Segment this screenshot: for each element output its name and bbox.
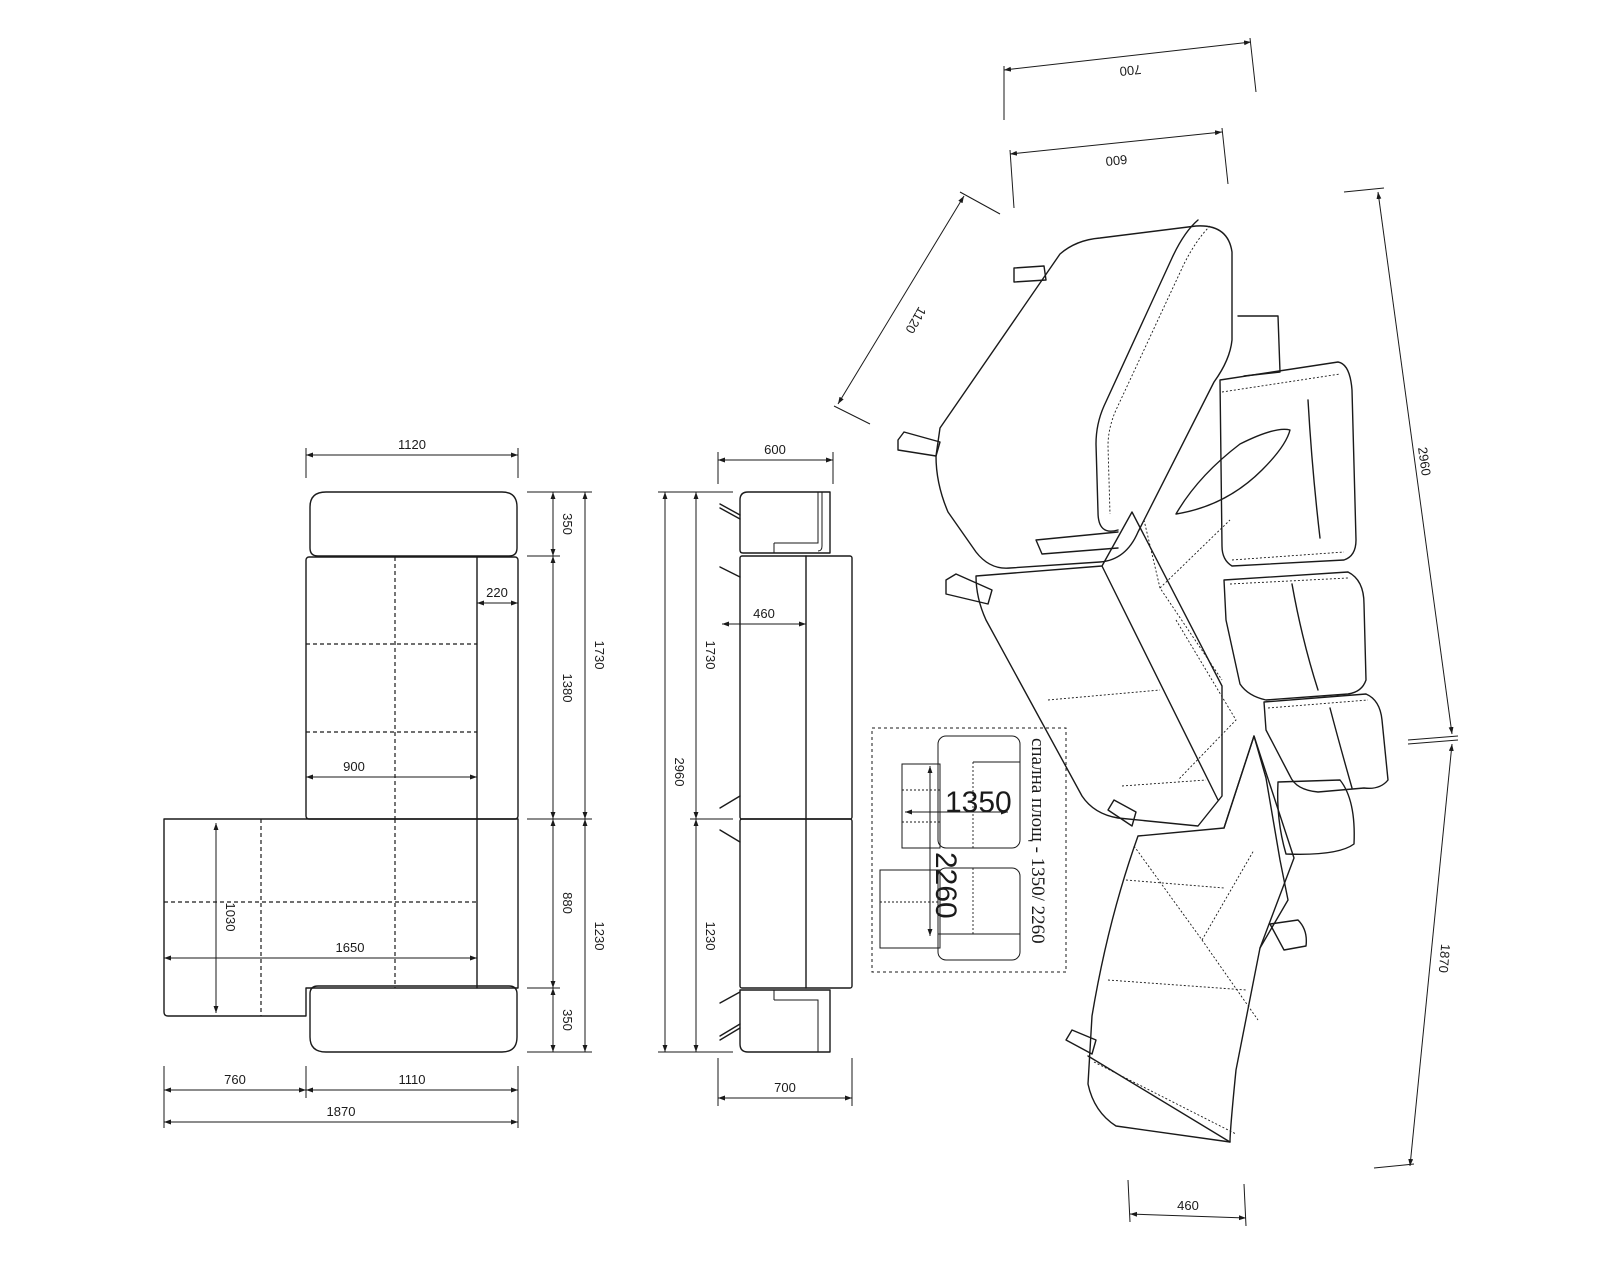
- side-dim-seat: 460: [753, 606, 775, 621]
- plan-dim-upper-total: 1730: [592, 641, 607, 670]
- plan-view: 1120 350 1380 1730 880 350 1230 220 900 …: [163, 437, 607, 1128]
- plan-dim-overall-width: 1870: [327, 1104, 356, 1119]
- sleep-area-caption: спална площ - 1350/ 2260: [1027, 738, 1048, 944]
- plan-top-cushion: [309, 491, 518, 557]
- plan-dim-chaise-width: 1650: [336, 940, 365, 955]
- iso-dim-right-lower: 1870: [1436, 943, 1453, 973]
- iso-dim-bottom: 460: [1177, 1198, 1199, 1213]
- plan-dim-bottom-right: 1110: [399, 1072, 426, 1087]
- plan-dim-lower-total: 1230: [592, 922, 607, 951]
- side-dim-upper: 1730: [703, 641, 718, 670]
- plan-dim-back-section: 1380: [560, 674, 575, 703]
- iso-headrest: [935, 225, 1233, 569]
- iso-dim-right-length: 2960: [1415, 446, 1434, 477]
- iso-dim-left-length: 1120: [902, 304, 929, 336]
- iso-dim-top-inner: 600: [1105, 152, 1128, 169]
- plan-dim-bottom-left: 760: [224, 1072, 246, 1087]
- plan-dim-top-cushion: 350: [560, 513, 575, 535]
- plan-bottom-cushion: [309, 985, 518, 1053]
- plan-dim-bottom-cushion: 350: [560, 1009, 575, 1031]
- isometric-view: 700 600 1120 2960 1870 460: [833, 37, 1459, 1227]
- sleeping-area-inset: 1350 2260 спална площ - 1350/ 2260: [871, 727, 1067, 973]
- plan-dim-chaise-length: 1030: [223, 903, 238, 932]
- sleep-dim-length: 2260: [929, 852, 962, 919]
- plan-dim-top-width: 1120: [398, 437, 426, 452]
- sleep-dim-width: 1350: [945, 786, 1012, 819]
- plan-dim-seat-depth: 900: [343, 759, 365, 774]
- side-dim-lower: 1230: [703, 922, 718, 951]
- side-dim-top-width: 600: [764, 442, 786, 457]
- iso-dim-top-outer: 700: [1119, 62, 1142, 79]
- side-view: 600 2960 1730 1230 460 700: [658, 442, 853, 1106]
- plan-dim-chaise-depth: 880: [560, 892, 575, 914]
- side-dim-total-height: 2960: [672, 758, 687, 787]
- plan-lower-section: [163, 818, 519, 1017]
- iso-chaise: [1087, 735, 1289, 1143]
- plan-dim-arm-width: 220: [486, 585, 508, 600]
- side-dim-bottom-width: 700: [774, 1080, 796, 1095]
- iso-main-seat: [975, 511, 1223, 827]
